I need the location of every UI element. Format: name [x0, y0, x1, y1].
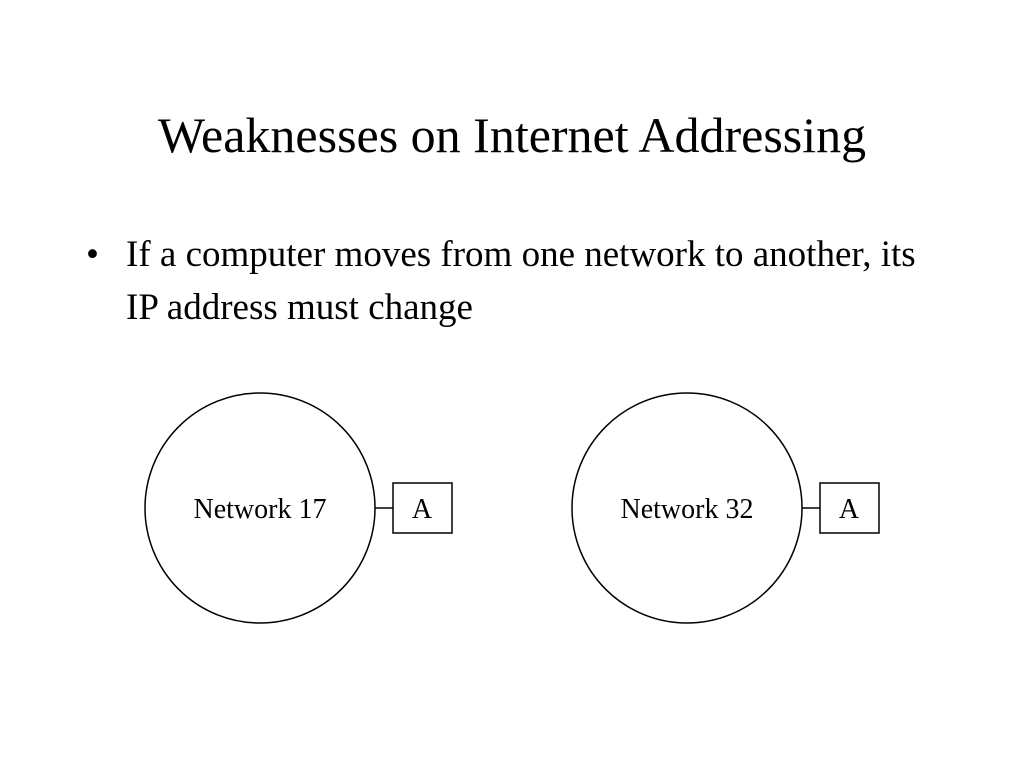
host-box — [392, 482, 453, 534]
network-label: Network 17 — [194, 494, 327, 525]
network-label: Network 32 — [621, 494, 754, 525]
host-label: A — [839, 494, 860, 525]
bullet-text: If a computer moves from one network to … — [126, 234, 916, 328]
slide-title: Weaknesses on Internet Addressing — [157, 107, 867, 163]
network-group-17: Network 17 A — [144, 392, 453, 624]
host-label: A — [412, 494, 433, 525]
network-group-32: Network 32 A — [571, 392, 880, 624]
bullet-marker: • — [86, 234, 99, 275]
host-box — [819, 482, 880, 534]
bullet-item: • If a computer moves from one network t… — [86, 228, 946, 334]
bullet-list: • If a computer moves from one network t… — [86, 228, 946, 334]
